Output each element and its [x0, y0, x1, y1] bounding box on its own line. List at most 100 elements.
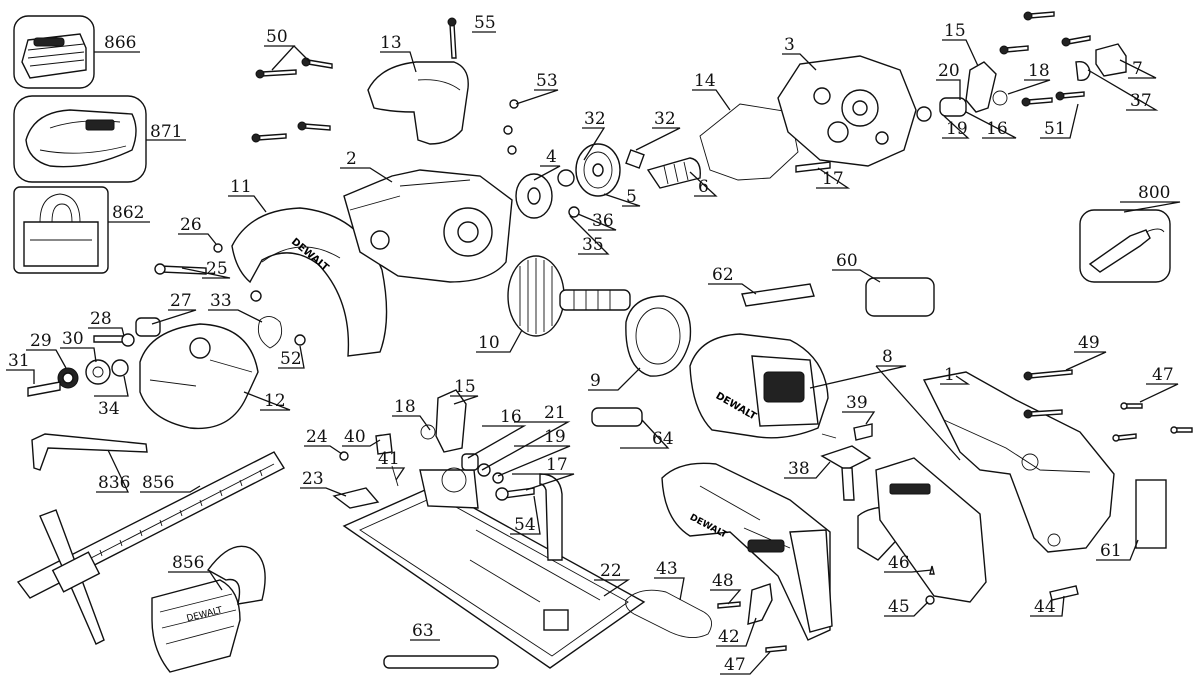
callout-42: 42 — [718, 627, 740, 647]
callout-49: 49 — [1078, 333, 1100, 353]
callout-7: 7 — [1132, 59, 1143, 79]
callout-871: 871 — [150, 122, 182, 142]
callout-31: 31 — [8, 351, 30, 371]
callout-856b: 856 — [172, 553, 204, 573]
callout-29: 29 — [30, 331, 52, 351]
callout-38: 38 — [788, 459, 810, 479]
callout-18a: 18 — [1028, 61, 1050, 81]
callout-50: 50 — [266, 27, 288, 47]
callout-17a: 17 — [822, 169, 844, 189]
leader-lines — [6, 31, 1181, 675]
callout-24: 24 — [306, 427, 328, 447]
callout-44: 44 — [1034, 597, 1056, 617]
callout-1: 1 — [944, 365, 955, 385]
callout-17b: 17 — [546, 455, 568, 475]
callout-800: 800 — [1138, 183, 1170, 203]
handle-housing-left — [661, 462, 833, 641]
probe-800 — [1079, 209, 1171, 283]
callout-53: 53 — [536, 71, 558, 91]
callout-32a: 32 — [584, 109, 606, 129]
gasket-14 — [699, 103, 799, 181]
callout-41: 41 — [378, 449, 400, 469]
callout-19b: 19 — [544, 427, 566, 447]
callout-862: 862 — [112, 203, 144, 223]
spindle-lock-parts — [916, 43, 1127, 122]
callout-2: 2 — [346, 149, 357, 169]
gear-assembly — [515, 143, 701, 219]
battery-pack-866 — [13, 15, 95, 89]
callout-55: 55 — [474, 13, 496, 33]
callout-35: 35 — [582, 235, 604, 255]
label-decals — [383, 277, 1167, 669]
cover-13 — [367, 61, 469, 145]
callout-32b: 32 — [654, 109, 676, 129]
gear-housing-3 — [777, 55, 917, 173]
callout-64: 64 — [652, 429, 674, 449]
callout-20: 20 — [938, 61, 960, 81]
callout-30: 30 — [62, 329, 84, 349]
callout-63: 63 — [412, 621, 434, 641]
fan-9 — [625, 295, 692, 377]
callout-54: 54 — [514, 515, 536, 535]
handle-housing-right-1 — [922, 371, 1115, 601]
charger-871 — [13, 95, 147, 183]
callout-37: 37 — [1130, 91, 1152, 111]
callout-36: 36 — [592, 211, 614, 231]
callout-33: 33 — [210, 291, 232, 311]
small-hardware-left — [27, 243, 306, 397]
kit-bag-862 — [13, 186, 109, 274]
callout-3: 3 — [784, 35, 795, 55]
shoe-base-22 — [342, 467, 646, 669]
switch-parts — [625, 583, 787, 653]
hex-key-836 — [31, 433, 148, 471]
callout-18b: 18 — [394, 397, 416, 417]
screws-top-right — [999, 11, 1091, 107]
callout-25: 25 — [206, 259, 228, 279]
callout-47a: 47 — [1152, 365, 1174, 385]
armature-10 — [507, 255, 631, 337]
callout-45: 45 — [888, 597, 910, 617]
trigger-parts — [820, 423, 987, 605]
callout-27: 27 — [170, 291, 192, 311]
callout-60: 60 — [836, 251, 858, 271]
callout-4: 4 — [546, 147, 557, 167]
callout-19a: 19 — [946, 119, 968, 139]
callout-15b: 15 — [454, 377, 476, 397]
motor-housing-2 — [343, 169, 513, 283]
callout-16a: 16 — [986, 119, 1008, 139]
callout-23: 23 — [302, 469, 324, 489]
callout-15a: 15 — [944, 21, 966, 41]
callout-866: 866 — [104, 33, 136, 53]
callout-numbers: 866 871 862 50 13 55 53 32 32 14 3 15 20… — [8, 13, 1174, 675]
callout-16b: 16 — [500, 407, 522, 427]
callout-5: 5 — [626, 187, 637, 207]
callout-34: 34 — [98, 399, 120, 419]
callout-62: 62 — [712, 265, 734, 285]
callout-11: 11 — [230, 177, 252, 197]
callout-6: 6 — [698, 177, 709, 197]
callout-8: 8 — [882, 347, 893, 367]
callout-12: 12 — [264, 391, 286, 411]
callout-13: 13 — [380, 33, 402, 53]
motor-8: DEWALT — [689, 333, 829, 439]
bevel-lever-parts — [332, 389, 535, 509]
callout-14: 14 — [694, 71, 716, 91]
callout-47b: 47 — [724, 655, 746, 675]
callout-22: 22 — [600, 561, 622, 581]
callout-9: 9 — [590, 371, 601, 391]
callout-836: 836 — [98, 473, 130, 493]
callout-21: 21 — [544, 403, 566, 423]
callout-52: 52 — [280, 349, 302, 369]
edge-guide-856 — [16, 451, 285, 645]
callout-39: 39 — [846, 393, 868, 413]
callout-10: 10 — [478, 333, 500, 353]
callout-28: 28 — [90, 309, 112, 329]
callout-26: 26 — [180, 215, 202, 235]
callout-48: 48 — [712, 571, 734, 591]
callout-51: 51 — [1044, 119, 1066, 139]
callout-61: 61 — [1100, 541, 1122, 561]
screws-50 — [251, 17, 519, 155]
callout-40: 40 — [344, 427, 366, 447]
callout-46: 46 — [888, 553, 910, 573]
